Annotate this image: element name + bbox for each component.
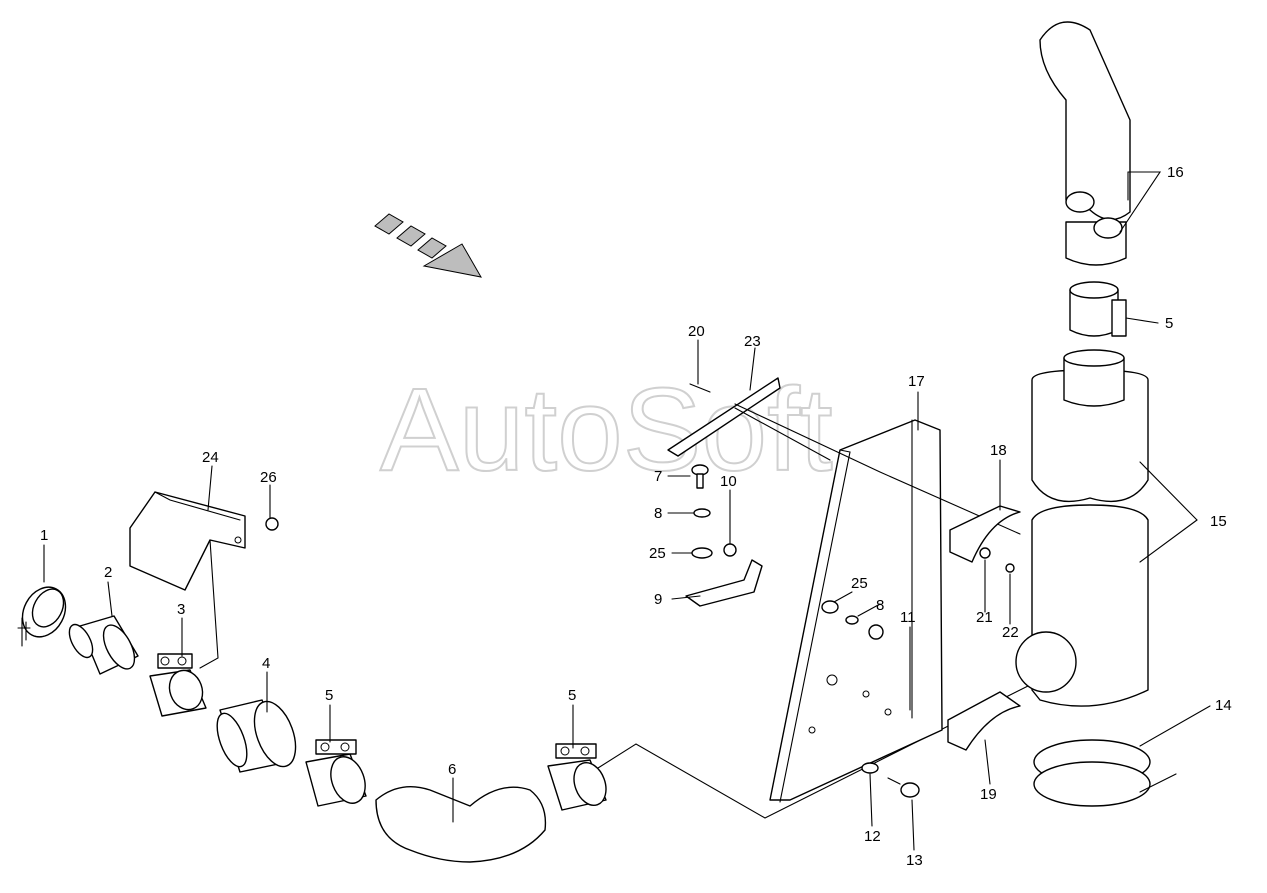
- leader-lines: [43, 171, 1211, 851]
- callout-16: 16: [1167, 164, 1184, 181]
- part-19-lower-saddle: [947, 691, 1021, 751]
- part-25-washer-lower: [821, 600, 839, 614]
- part-11-bolt: [868, 624, 884, 640]
- callout-25-upper: 25: [649, 545, 666, 562]
- watermark: AutoSoft: [380, 364, 833, 496]
- callout-21: 21: [976, 609, 993, 626]
- part-22-nut: [1005, 563, 1015, 573]
- part-20-bolt: [689, 383, 711, 393]
- part-14-band-clamp: [1033, 739, 1177, 807]
- callout-14: 14: [1215, 697, 1232, 714]
- callout-26: 26: [260, 469, 277, 486]
- forward-arrow-icon: [374, 213, 482, 278]
- part-2-adapter: [68, 615, 139, 675]
- callout-25-lower: 25: [851, 575, 868, 592]
- part-10-nut: [723, 543, 737, 557]
- callout-17: 17: [908, 373, 925, 390]
- part-21-washer: [979, 547, 991, 559]
- part-23-top-bracket: [667, 377, 1021, 535]
- callout-5-lower-right: 5: [568, 687, 576, 704]
- callout-labels: 1 2 3 4 5 5 5 6 7 8 8 9 10 11 12 13 14 1…: [40, 164, 1232, 869]
- part-5-clamp-lower-left: [305, 739, 367, 807]
- part-12-washer: [861, 762, 879, 774]
- part-16-outlet-pipe: [1039, 21, 1131, 266]
- part-6-elbow-pipe: [375, 786, 547, 863]
- assembly-outline: [597, 679, 1041, 819]
- part-25-washer-upper: [691, 547, 713, 559]
- callout-12: 12: [864, 828, 881, 845]
- callout-10: 10: [720, 473, 737, 490]
- callout-5-lower-left: 5: [325, 687, 333, 704]
- callout-6: 6: [448, 761, 456, 778]
- part-5-clamp-lower-right: [547, 743, 607, 811]
- callout-19: 19: [980, 786, 997, 803]
- part-26-nut: [265, 517, 279, 531]
- callout-9: 9: [654, 591, 662, 608]
- part-24-heat-shield: [129, 491, 246, 669]
- callout-4: 4: [262, 655, 270, 672]
- part-1-vband-clamp: [17, 586, 67, 647]
- callout-18: 18: [990, 442, 1007, 459]
- part-13-bolt: [887, 777, 920, 798]
- part-8-washer-upper: [693, 508, 711, 518]
- part-8-washer-lower: [845, 615, 859, 625]
- callout-1: 1: [40, 527, 48, 544]
- callout-5-upper: 5: [1165, 315, 1173, 332]
- part-3-clamp: [149, 653, 207, 717]
- callout-8-lower: 8: [876, 597, 884, 614]
- callout-23: 23: [744, 333, 761, 350]
- callout-20: 20: [688, 323, 705, 340]
- callout-3: 3: [177, 601, 185, 618]
- callout-24: 24: [202, 449, 219, 466]
- callout-7: 7: [654, 468, 662, 485]
- callout-13: 13: [906, 852, 923, 869]
- callout-8-upper: 8: [654, 505, 662, 522]
- callout-11: 11: [900, 609, 916, 626]
- callout-15: 15: [1210, 513, 1227, 530]
- part-4-sleeve: [216, 699, 297, 773]
- callout-22: 22: [1002, 624, 1019, 641]
- part-18-upper-saddle: [949, 505, 1021, 563]
- part-5-clamp-upper: [1069, 281, 1127, 337]
- part-17-mounting-plate: [769, 419, 943, 803]
- callout-2: 2: [104, 564, 112, 581]
- part-7-bolt: [691, 464, 709, 489]
- part-9-bracket: [685, 559, 763, 607]
- part-15-muffler: [1015, 349, 1149, 707]
